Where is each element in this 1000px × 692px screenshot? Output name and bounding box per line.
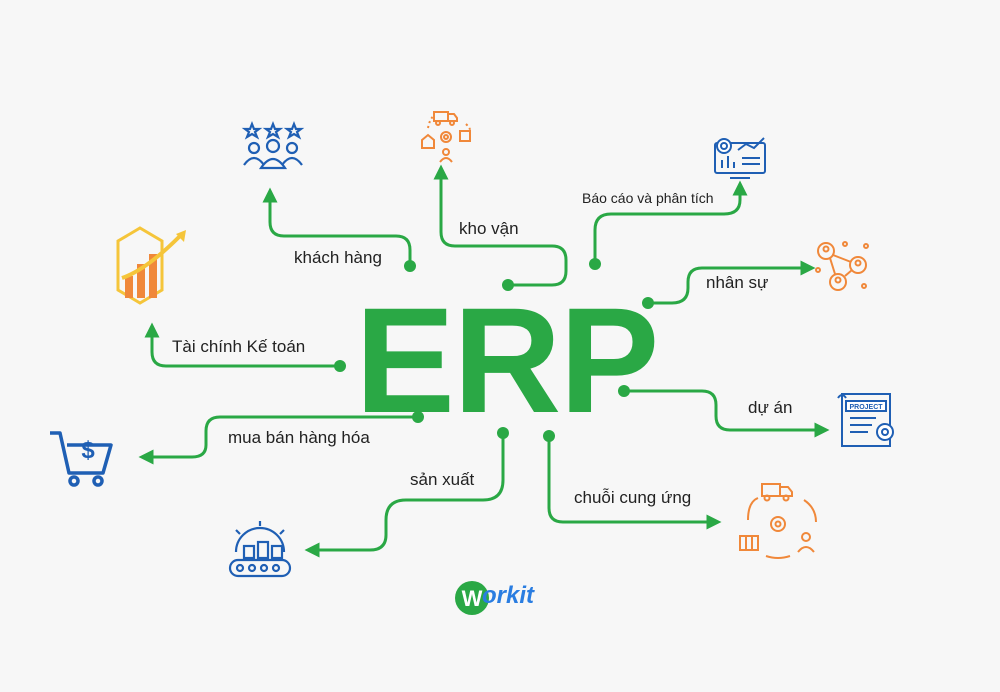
erp-title: ERP	[355, 276, 659, 444]
people-network-icon	[815, 241, 869, 291]
customer-rating-icon	[241, 121, 305, 170]
workit-logo: W orkit	[452, 578, 562, 618]
project-document-icon	[837, 393, 894, 447]
node-dot	[642, 297, 654, 309]
module-label-logistics: kho vận	[459, 219, 519, 238]
logo-text: orkit	[482, 582, 535, 609]
module-label-hr: nhân sự	[706, 273, 769, 292]
connector-logistics	[433, 164, 568, 287]
node-dot	[412, 411, 424, 423]
module-label-trading: mua bán hàng hóa	[228, 428, 370, 447]
connector-hr	[646, 260, 816, 305]
project-icon-text: PROJECT	[849, 404, 883, 411]
cart-dollar-sign: $	[81, 437, 95, 464]
growth-chart-icon	[116, 226, 186, 305]
factory-conveyor-icon	[228, 521, 292, 578]
module-label-supply-chain: chuỗi cung ứng	[574, 488, 692, 507]
module-label-production: sản xuất	[410, 470, 475, 489]
analytics-dashboard-icon	[714, 137, 766, 179]
shopping-cart-dollar-icon	[50, 431, 113, 487]
module-label-projects: dự án	[748, 398, 793, 417]
node-dot	[618, 385, 630, 397]
node-dot	[404, 260, 416, 272]
connector-customers	[262, 187, 412, 268]
module-label-reports: Báo cáo và phân tích	[582, 190, 714, 206]
logistics-cycle-icon	[421, 111, 471, 163]
supply-chain-cycle-icon	[739, 483, 817, 559]
node-dot	[543, 430, 555, 442]
connector-projects	[622, 389, 830, 438]
connector-reports	[593, 180, 748, 266]
connector-production	[304, 431, 505, 558]
node-dot	[334, 360, 346, 372]
module-label-finance: Tài chính Kế toán	[172, 337, 306, 356]
connector-supply-chain	[547, 434, 722, 530]
node-dot	[589, 258, 601, 270]
module-label-customers: khách hàng	[294, 248, 382, 267]
node-dot	[497, 427, 509, 439]
workit-logo-mark: W	[455, 581, 489, 615]
logo-letter: W	[462, 586, 483, 611]
connector-finance	[144, 322, 342, 368]
node-dot	[502, 279, 514, 291]
connector-trading	[138, 415, 420, 465]
